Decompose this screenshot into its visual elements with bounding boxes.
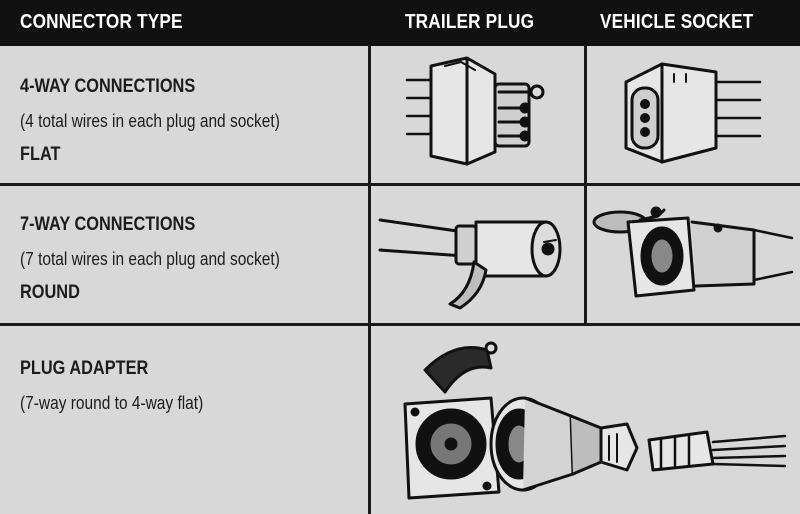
- table-header: CONNECTOR TYPE TRAILER PLUG VEHICLE SOCK…: [0, 0, 800, 46]
- row-title: PLUG ADAPTER: [20, 358, 149, 379]
- header-connector-type: CONNECTOR TYPE: [20, 11, 183, 33]
- divider: [0, 323, 800, 326]
- row-subtitle: (7-way round to 4-way flat): [20, 393, 204, 413]
- round-7-way-vehicle-socket-icon: [588, 192, 798, 320]
- header-vehicle-socket: VEHICLE SOCKET: [600, 11, 754, 33]
- row-title: 4-WAY CONNECTIONS: [20, 76, 196, 97]
- divider: [0, 183, 800, 186]
- row-subtitle: (4 total wires in each plug and socket): [20, 111, 280, 131]
- plug-adapter-icon: [395, 332, 787, 507]
- row-4-way: 4-WAY CONNECTIONS (4 total wires in each…: [20, 70, 280, 172]
- flat-4-way-trailer-plug-icon: [395, 52, 560, 177]
- row-title: 7-WAY CONNECTIONS: [20, 214, 196, 235]
- header-trailer-plug: TRAILER PLUG: [405, 11, 535, 33]
- flat-4-way-vehicle-socket-icon: [612, 52, 772, 177]
- row-7-way: 7-WAY CONNECTIONS (7 total wires in each…: [20, 208, 280, 310]
- row-subtitle: (7 total wires in each plug and socket): [20, 249, 280, 269]
- divider: [368, 46, 371, 514]
- row-shape: FLAT: [20, 144, 61, 165]
- row-plug-adapter: PLUG ADAPTER (7-way round to 4-way flat): [20, 352, 203, 420]
- round-7-way-trailer-plug-icon: [378, 192, 578, 320]
- row-shape: ROUND: [20, 282, 80, 303]
